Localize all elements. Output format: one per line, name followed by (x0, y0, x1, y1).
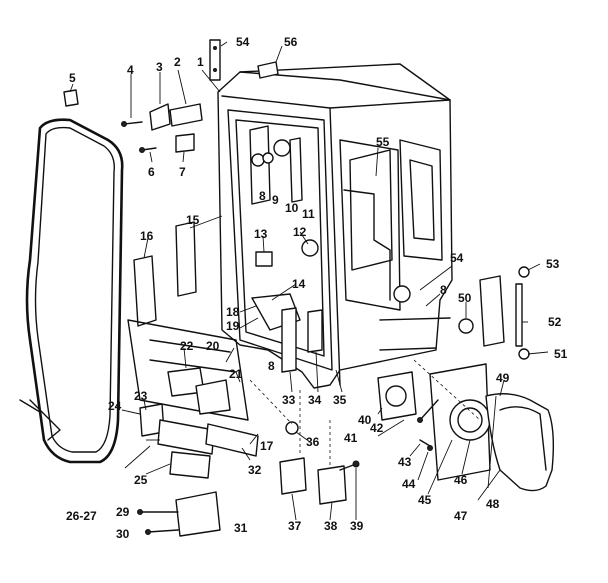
callout-24: 24 (108, 399, 122, 413)
callout-18: 18 (226, 305, 240, 319)
callout-42: 43 (398, 455, 412, 469)
callout-3: 3 (156, 60, 163, 74)
callout-25: 25 (134, 473, 148, 487)
callout-14: 14 (292, 277, 306, 291)
callout-8-right: 8 (440, 283, 447, 297)
callout-1: 1 (197, 55, 204, 69)
callout-38: 39 (350, 519, 364, 533)
callout-29: 30 (116, 527, 130, 541)
callout-19: 19 (226, 319, 240, 333)
callout-21: 21 (229, 367, 243, 381)
right-components (377, 266, 555, 492)
callout-labels: 54 56 1 2 3 4 5 6 7 8 9 10 11 12 13 14 1… (66, 35, 568, 541)
callout-44: 45 (418, 493, 432, 507)
callout-53: 54 (450, 251, 464, 265)
callout-20: 20 (206, 339, 220, 353)
tub-frame (217, 63, 453, 389)
leader-lines (69, 41, 549, 521)
callout-54-right: 55 (376, 135, 390, 149)
callout-50: 51 (554, 347, 568, 361)
callout-12: 12 (293, 225, 307, 239)
callout-2: 2 (174, 55, 181, 69)
callout-26-27: 26-27 (66, 509, 97, 523)
callout-40: 41 (344, 431, 358, 445)
callout-39: 40 (358, 413, 372, 427)
callout-37: 38 (324, 519, 338, 533)
callout-33: 34 (308, 393, 322, 407)
callout-22: 22 (180, 339, 194, 353)
callout-48: 49 (496, 371, 510, 385)
callout-11: 11 (302, 207, 315, 221)
center-lower-parts (279, 307, 360, 505)
callout-43: 44 (402, 477, 416, 491)
callout-13: 13 (254, 227, 268, 241)
callout-45: 46 (454, 473, 468, 487)
callout-9: 9 (272, 193, 279, 207)
callout-5: 5 (69, 71, 76, 85)
callout-16: 16 (140, 229, 154, 243)
callout-55: 56 (284, 35, 298, 49)
callout-7: 7 (179, 165, 186, 179)
callout-49: 50 (458, 291, 472, 305)
callout-30: 31 (234, 521, 248, 535)
callout-52: 53 (546, 257, 560, 271)
callout-54-top: 54 (236, 35, 250, 49)
side-panels (127, 221, 259, 537)
callout-4: 4 (127, 63, 134, 77)
callout-36: 37 (288, 519, 302, 533)
callout-34: 35 (333, 393, 347, 407)
callout-51: 52 (548, 315, 562, 329)
callout-6: 6 (148, 165, 155, 179)
callout-23: 23 (134, 389, 148, 403)
callout-31: 32 (248, 463, 262, 477)
door-gasket (19, 118, 124, 464)
callout-46: 47 (454, 509, 468, 523)
callout-17: 17 (260, 439, 274, 453)
callout-41: 42 (370, 421, 384, 435)
callout-10: 10 (285, 201, 299, 215)
callout-28: 29 (116, 505, 130, 519)
hinge-brackets (63, 39, 279, 153)
callout-35: 36 (306, 435, 320, 449)
callout-8-lower: 8 (268, 359, 275, 373)
callout-47: 48 (486, 497, 500, 511)
dashed-leaders (249, 359, 481, 466)
callout-32: 33 (282, 393, 296, 407)
callout-8-upper: 8 (259, 189, 266, 203)
callout-15: 15 (186, 213, 200, 227)
